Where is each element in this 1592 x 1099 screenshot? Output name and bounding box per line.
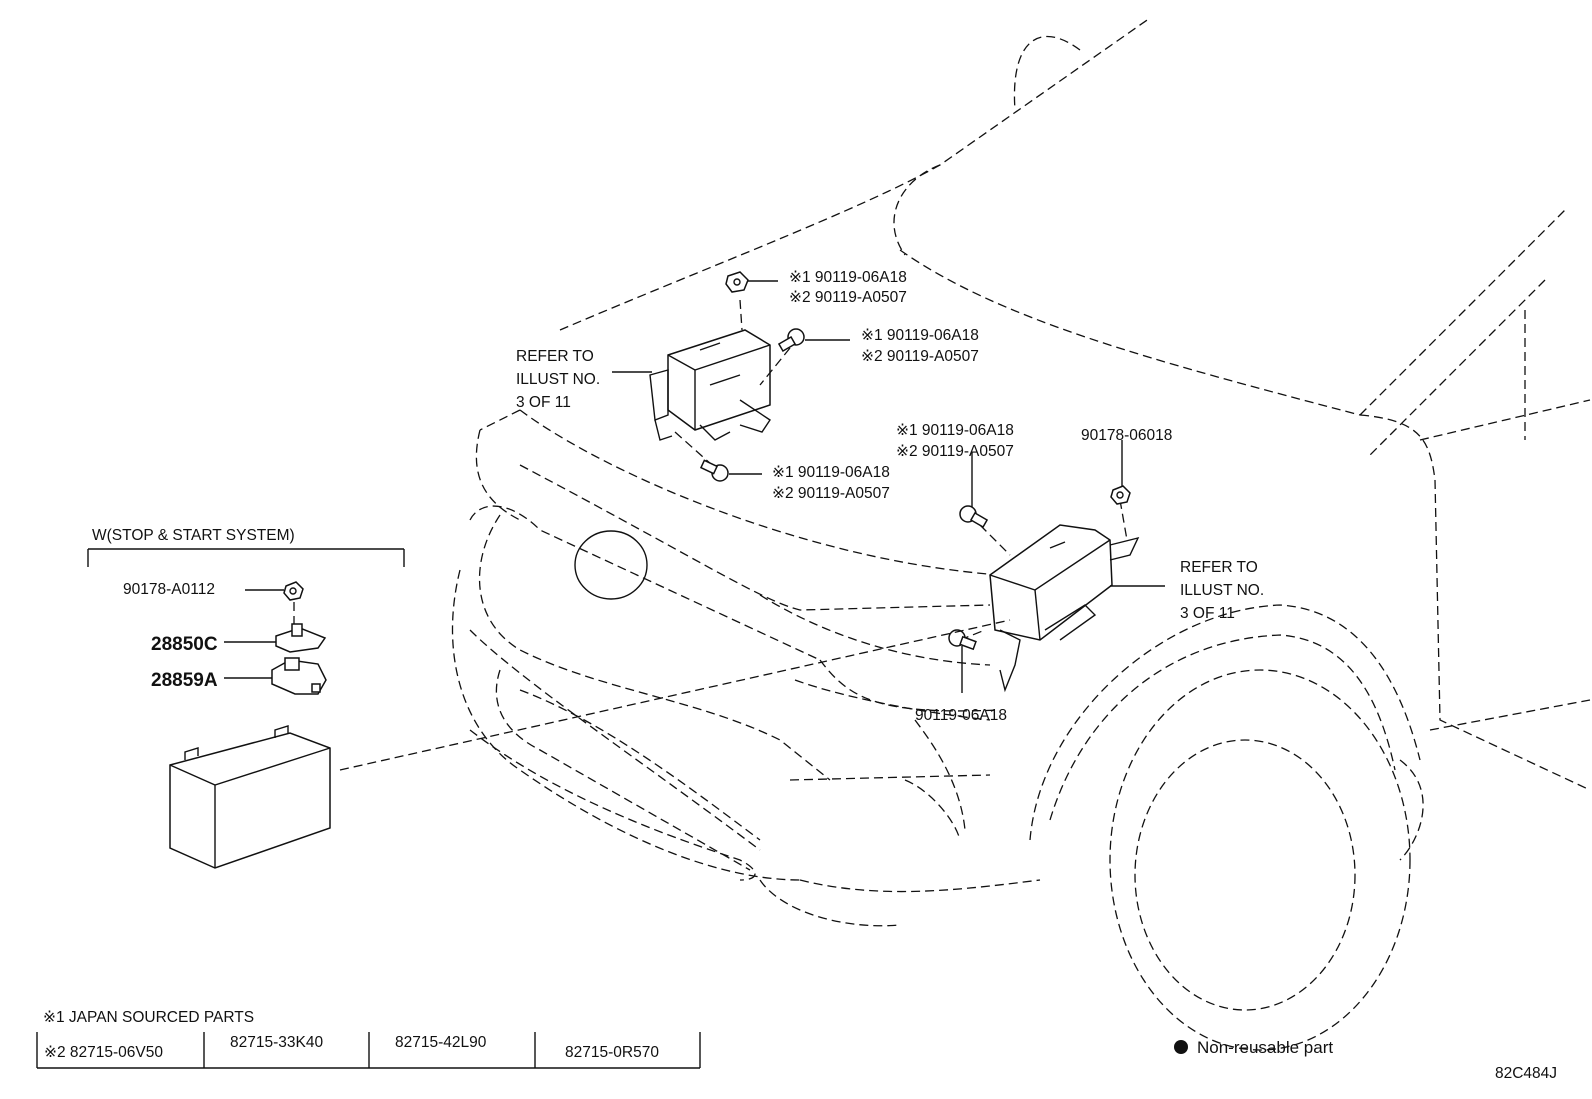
fusebox-bottom-bolt-icon [948,629,977,651]
callout-line-1: ※1 90119-06A18 [896,422,1014,439]
japan-sourced-note: ※1 JAPAN SOURCED PARTS [43,1009,254,1026]
refer-line-1: REFER TO [516,348,594,365]
bracket-part-number: 28859A [151,670,218,691]
table-cell: 82715-33K40 [230,1034,323,1051]
fusebox-top-bolt-callout: ※1 90119-06A18 ※2 90119-A0507 [896,422,1014,460]
refer-line-1: REFER TO [1180,559,1258,576]
fuse-box [989,524,1140,693]
refer-line-3: 3 OF 11 [1180,605,1235,622]
diagram-id: 82C484J [1495,1065,1557,1082]
fusebox-refer-callout: REFER TO ILLUST NO. 3 OF 11 [1180,559,1264,622]
table-cell: ※2 82715-06V50 [44,1044,163,1061]
callout-line-2: ※2 90119-A0507 [861,348,979,365]
relay-right-bolt-callout: ※1 90119-06A18 ※2 90119-A0507 [861,327,979,365]
refer-line-3: 3 OF 11 [516,394,571,411]
fusebox-top-bolt-icon [959,505,989,528]
battery-icon [169,725,331,869]
table-cell: 82715-42L90 [395,1034,487,1051]
supersession-table: ※2 82715-06V50 82715-33K40 82715-42L90 8… [36,1032,701,1069]
legend-label: Non-reusable part [1197,1038,1333,1057]
fusebox-nut-icon [1110,485,1131,505]
relay-top-nut-icon [725,271,749,293]
relay-bottom-bolt-icon [699,459,729,482]
battery-nut-icon [283,581,304,601]
callout-line-2: ※2 90119-A0507 [772,485,890,502]
variant-title: W(STOP & START SYSTEM) [92,527,295,544]
fusebox-bottom-bolt-callout: 90119-06A18 [915,707,1007,724]
sensor-part-number: 28850C [151,634,218,655]
relay-block [649,329,771,441]
battery-sensor-icon [275,623,327,653]
relay-right-bolt-icon [777,328,805,352]
relay-refer-callout: REFER TO ILLUST NO. 3 OF 11 [516,348,600,411]
vehicle-outline [451,17,1591,1051]
table-cell: 82715-0R570 [565,1044,659,1061]
callout-line-2: ※2 90119-A0507 [896,443,1014,460]
callout-line-1: ※1 90119-06A18 [861,327,979,344]
callout-line-1: ※1 90119-06A18 [772,464,890,481]
callout-line-1: ※1 90119-06A18 [789,269,907,286]
fusebox-nut-callout: 90178-06018 [1081,427,1172,444]
battery-bracket-icon [271,657,327,695]
non-reusable-bullet-icon [1174,1040,1188,1054]
nut-part-number: 90178-A0112 [123,581,215,598]
refer-line-2: ILLUST NO. [516,371,600,388]
variant-bracket [87,548,405,567]
relay-top-bolt-callout: ※1 90119-06A18 ※2 90119-A0507 [789,269,907,306]
relay-bottom-bolt-callout: ※1 90119-06A18 ※2 90119-A0507 [772,464,890,502]
refer-line-2: ILLUST NO. [1180,582,1264,599]
callout-line-2: ※2 90119-A0507 [789,289,907,306]
